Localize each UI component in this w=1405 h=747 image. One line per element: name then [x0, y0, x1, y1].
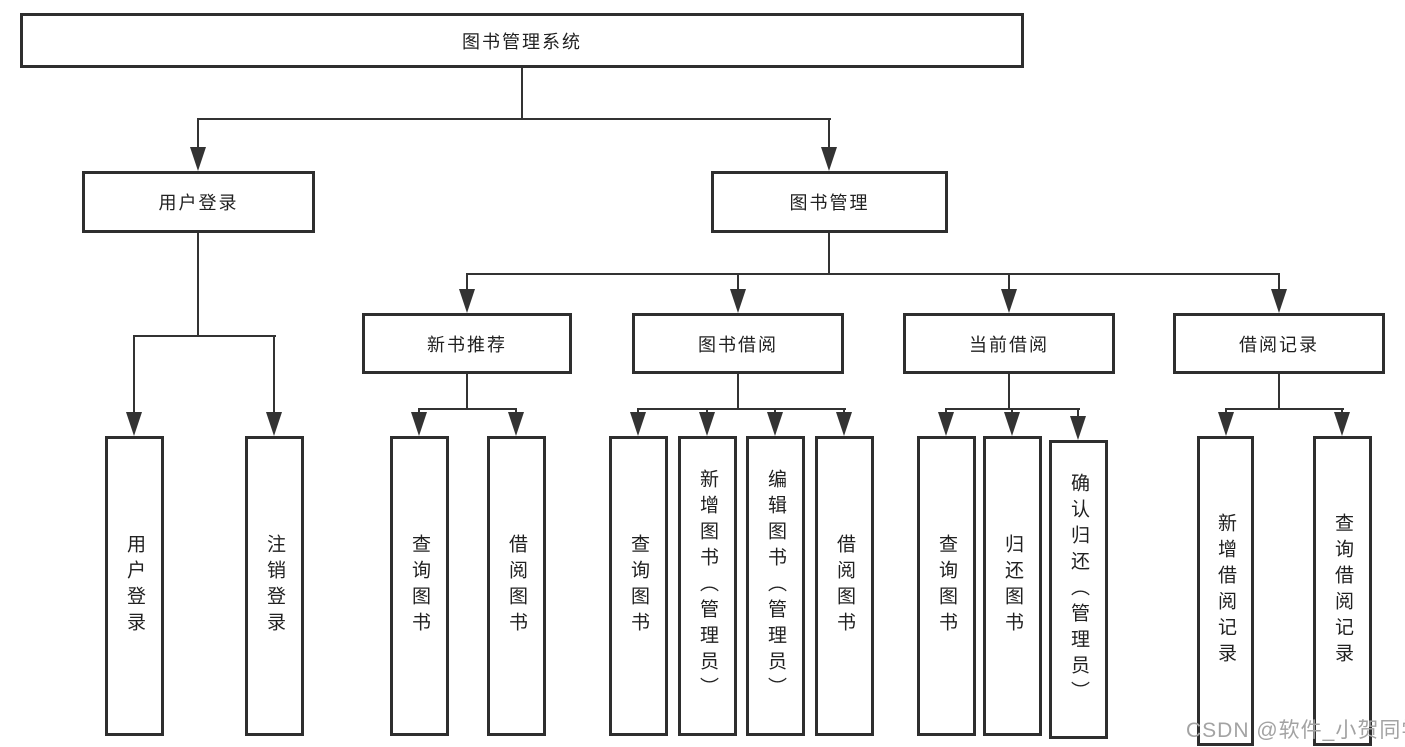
connector-drop-bb-query	[637, 408, 639, 414]
node-label: 借阅记录	[1239, 334, 1319, 355]
node-current-borrow: 当前借阅	[903, 313, 1115, 374]
arrow-leaf-logout	[266, 412, 282, 436]
node-new-book-recommend: 新书推荐	[362, 313, 572, 374]
connector-user-login-bus	[133, 335, 276, 337]
connector-book-management-stem	[828, 233, 830, 273]
leaf-bb-add-books-admin: 新增图书（管理员）	[678, 436, 737, 736]
node-label: 图书借阅	[698, 334, 778, 355]
leaf-user-login: 用户登录	[105, 436, 164, 736]
connector-drop-new-book-recommend	[466, 273, 468, 290]
connector-drop-cb-confirm	[1077, 408, 1079, 418]
leaf-br-query-record: 查询借阅记录	[1313, 436, 1372, 746]
node-label: 用户登录	[158, 193, 239, 213]
arrow-borrow-records	[1271, 289, 1287, 313]
connector-drop-leaf-user-login	[133, 335, 135, 412]
leaf-bb-query-books: 查询图书	[609, 436, 668, 736]
leaf-nb-query-books: 查询图书	[390, 436, 449, 736]
leaf-label: 借阅图书	[506, 534, 527, 638]
connector-user-login-stem	[197, 233, 199, 335]
connector-bb-stem	[737, 374, 739, 408]
csdn-watermark: CSDN @软件_小贺同学	[1186, 719, 1405, 742]
leaf-label: 注销登录	[264, 534, 285, 638]
leaf-logout: 注销登录	[245, 436, 304, 736]
connector-nb-stem	[466, 374, 468, 408]
arrow-nb-query	[411, 412, 427, 436]
leaf-nb-borrow-books: 借阅图书	[487, 436, 546, 736]
connector-drop-cb-return	[1011, 408, 1013, 414]
connector-drop-br-add	[1225, 408, 1227, 414]
connector-bb-bus	[637, 408, 846, 410]
connector-root-stem	[521, 68, 523, 118]
node-library-management-system: 图书管理系统	[20, 13, 1024, 68]
connector-drop-current-borrow	[1008, 273, 1010, 290]
arrow-br-add	[1218, 412, 1234, 436]
connector-drop-cb-query	[945, 408, 947, 414]
connector-drop-borrow-records	[1278, 273, 1280, 290]
leaf-label: 查询借阅记录	[1332, 513, 1353, 669]
arrow-user-login	[190, 147, 206, 171]
leaf-label: 新增图书（管理员）	[697, 469, 718, 703]
leaf-bb-borrow-books: 借阅图书	[815, 436, 874, 736]
leaf-cb-return-books: 归还图书	[983, 436, 1042, 736]
arrow-bb-edit	[767, 412, 783, 436]
node-label: 图书管理系统	[462, 31, 582, 52]
node-user-login: 用户登录	[82, 171, 315, 233]
leaf-label: 新增借阅记录	[1215, 513, 1236, 669]
arrow-nb-borrow	[508, 412, 524, 436]
arrow-current-borrow	[1001, 289, 1017, 313]
node-book-management: 图书管理	[711, 171, 948, 233]
arrow-cb-confirm	[1070, 416, 1086, 440]
connector-drop-user-login	[197, 118, 199, 148]
connector-book-management-bus	[466, 273, 1280, 275]
connector-cb-stem	[1008, 374, 1010, 408]
leaf-cb-confirm-return-admin: 确认归还（管理员）	[1049, 440, 1108, 739]
connector-drop-bb-edit	[774, 408, 776, 414]
leaf-label: 编辑图书（管理员）	[765, 469, 786, 703]
connector-nb-bus	[418, 408, 517, 410]
connector-drop-bb-add	[706, 408, 708, 414]
connector-drop-leaf-logout	[273, 335, 275, 412]
arrow-book-borrow	[730, 289, 746, 313]
arrow-bb-query	[630, 412, 646, 436]
leaf-br-add-record: 新增借阅记录	[1197, 436, 1254, 746]
leaf-label: 借阅图书	[834, 534, 855, 638]
leaf-label: 查询图书	[936, 534, 957, 638]
connector-drop-nb-borrow	[515, 408, 517, 414]
arrow-cb-return	[1004, 412, 1020, 436]
arrow-book-management	[821, 147, 837, 171]
leaf-label: 确认归还（管理员）	[1068, 472, 1089, 707]
leaf-label: 查询图书	[628, 534, 649, 638]
connector-br-bus	[1225, 408, 1344, 410]
node-label: 当前借阅	[969, 334, 1049, 355]
node-book-borrow: 图书借阅	[632, 313, 844, 374]
arrow-bb-add	[699, 412, 715, 436]
node-label: 新书推荐	[427, 334, 507, 355]
arrow-leaf-user-login	[126, 412, 142, 436]
arrow-new-book-recommend	[459, 289, 475, 313]
leaf-label: 归还图书	[1002, 534, 1023, 638]
connector-drop-book-management	[828, 118, 830, 148]
leaf-cb-query-books: 查询图书	[917, 436, 976, 736]
leaf-bb-edit-books-admin: 编辑图书（管理员）	[746, 436, 805, 736]
connector-root-bus	[197, 118, 831, 120]
connector-br-stem	[1278, 374, 1280, 408]
connector-drop-bb-borrow	[843, 408, 845, 414]
node-borrow-records: 借阅记录	[1173, 313, 1385, 374]
leaf-label: 用户登录	[124, 534, 145, 638]
connector-drop-book-borrow	[737, 273, 739, 290]
connector-drop-br-query	[1341, 408, 1343, 414]
arrow-bb-borrow	[836, 412, 852, 436]
node-label: 图书管理	[789, 193, 870, 213]
arrow-cb-query	[938, 412, 954, 436]
leaf-label: 查询图书	[409, 534, 430, 638]
arrow-br-query	[1334, 412, 1350, 436]
connector-drop-nb-query	[418, 408, 420, 414]
